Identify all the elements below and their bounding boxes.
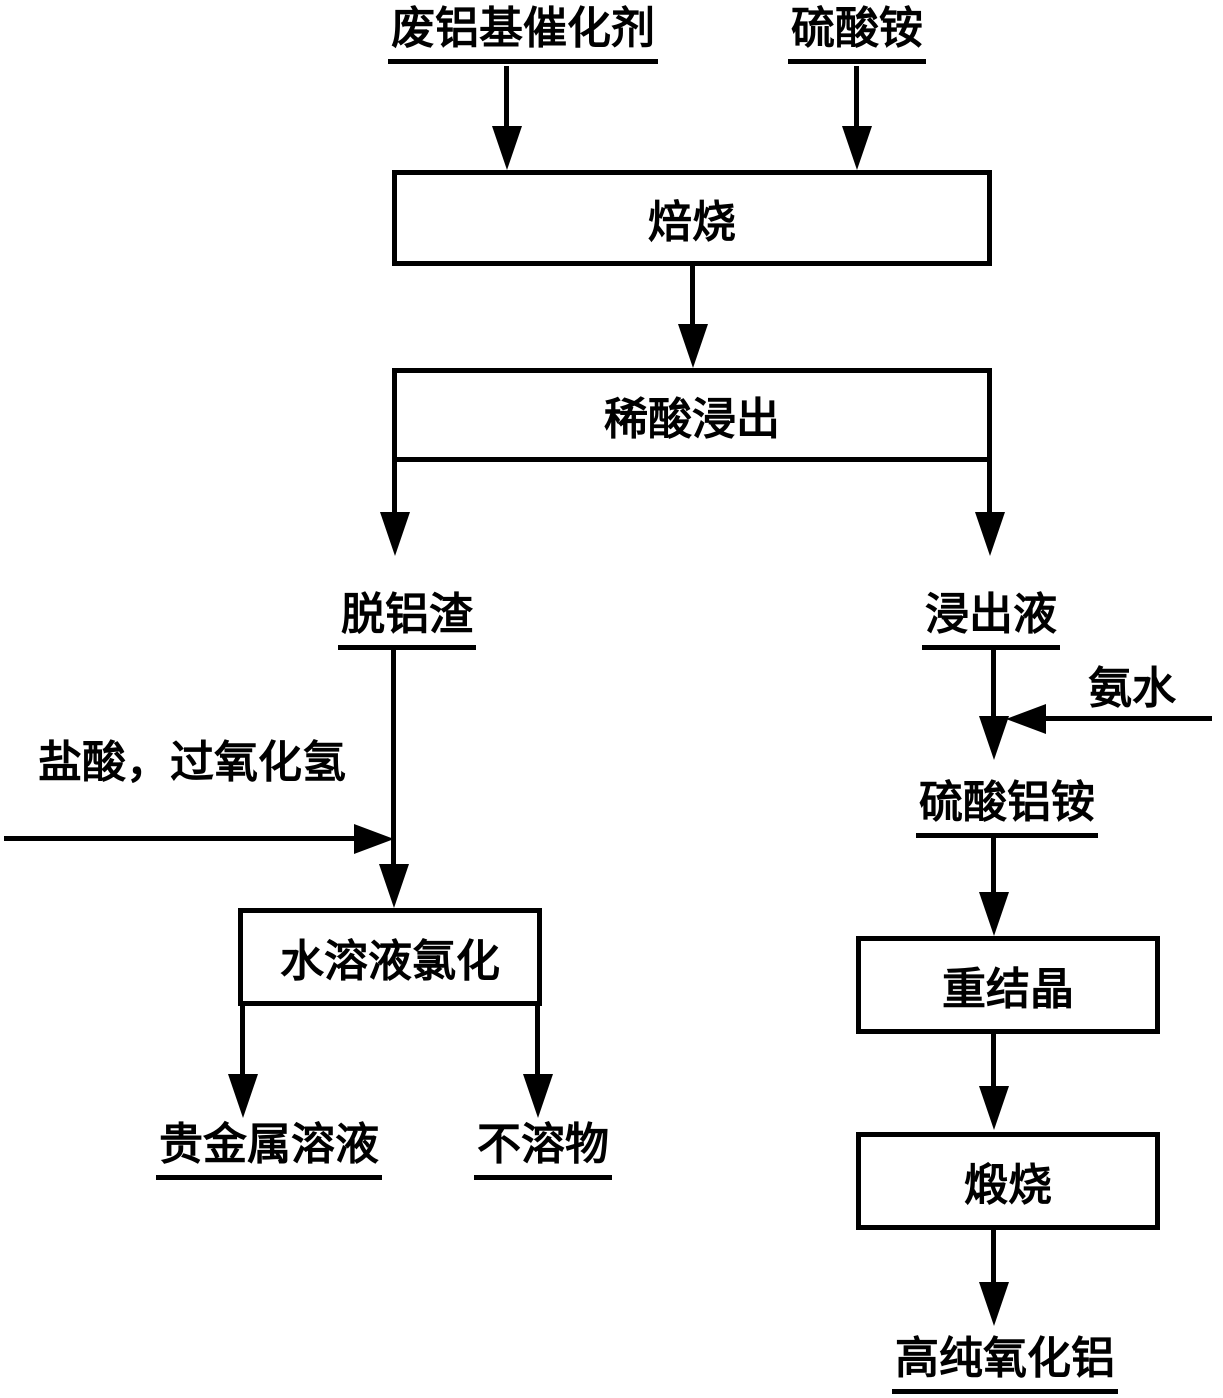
arrowhead-recrystallization-to-calcination xyxy=(979,1086,1009,1130)
arrow-hcl-h2o2-feed xyxy=(4,836,356,841)
arrowhead-waste-catalyst-to-roasting xyxy=(492,126,522,170)
arrowhead-chlorination-to-insoluble xyxy=(523,1074,553,1118)
arrow-chlorination-to-insoluble xyxy=(535,1004,540,1076)
calcination-box: 煅烧 xyxy=(856,1132,1160,1230)
arrowhead-residue-to-chlorination xyxy=(379,864,409,908)
leachate-label: 浸出液 xyxy=(922,590,1060,650)
roasting-box: 焙烧 xyxy=(392,170,992,266)
arrowhead-leaching-to-residue xyxy=(380,512,410,556)
waste-catalyst-label: 废铝基催化剂 xyxy=(388,4,658,64)
arrow-residue-to-chlorination xyxy=(391,649,396,868)
arrowhead-roasting-to-leaching xyxy=(678,324,708,368)
aqueous-chlorination-box-label: 水溶液氯化 xyxy=(280,937,500,986)
arrow-leaching-to-residue xyxy=(392,458,397,514)
aqueous-chlorination-box: 水溶液氯化 xyxy=(238,908,542,1006)
ammonium-sulfate-label: 硫酸铵 xyxy=(788,4,926,64)
arrowhead-hcl-h2o2-feed xyxy=(354,824,394,854)
high-purity-alumina-label: 高纯氧化铝 xyxy=(892,1334,1118,1394)
arrow-leachate-to-aas xyxy=(991,649,996,718)
arrow-chlorination-to-precious-metal xyxy=(240,1004,245,1076)
ammonia-label: 氨水 xyxy=(1088,664,1176,713)
dealuminized-residue-label: 脱铝渣 xyxy=(338,590,476,650)
arrowhead-aas-to-recrystallization xyxy=(979,892,1009,936)
arrow-waste-catalyst-to-roasting xyxy=(504,66,509,130)
aluminum-ammonium-sulfate-label: 硫酸铝铵 xyxy=(916,778,1098,838)
dilute-acid-leaching-box: 稀酸浸出 xyxy=(392,368,992,462)
arrowhead-ammonia-feed xyxy=(1006,704,1046,734)
hcl-h2o2-label: 盐酸，过氧化氢 xyxy=(38,738,346,787)
arrow-calcination-to-alumina xyxy=(991,1228,996,1284)
arrow-aas-to-recrystallization xyxy=(991,837,996,894)
recrystallization-box: 重结晶 xyxy=(856,936,1160,1034)
arrow-ammonia-feed xyxy=(1046,716,1212,721)
arrow-ammonium-sulfate-to-roasting xyxy=(854,66,859,130)
arrowhead-chlorination-to-precious-metal xyxy=(228,1074,258,1118)
arrow-recrystallization-to-calcination xyxy=(991,1034,996,1088)
insoluble-matter-label: 不溶物 xyxy=(474,1120,612,1180)
arrowhead-leaching-to-leachate xyxy=(975,512,1005,556)
precious-metal-solution-label: 贵金属溶液 xyxy=(156,1120,382,1180)
calcination-box-label: 煅烧 xyxy=(964,1161,1052,1210)
arrowhead-calcination-to-alumina xyxy=(979,1282,1009,1326)
dilute-acid-leaching-box-label: 稀酸浸出 xyxy=(604,395,780,444)
arrowhead-leachate-to-aas xyxy=(979,716,1009,760)
roasting-box-label: 焙烧 xyxy=(648,198,736,247)
arrow-roasting-to-leaching xyxy=(690,266,695,326)
arrow-leaching-to-leachate xyxy=(987,458,992,514)
arrowhead-ammonium-sulfate-to-roasting xyxy=(842,126,872,170)
recrystallization-box-label: 重结晶 xyxy=(942,965,1074,1014)
